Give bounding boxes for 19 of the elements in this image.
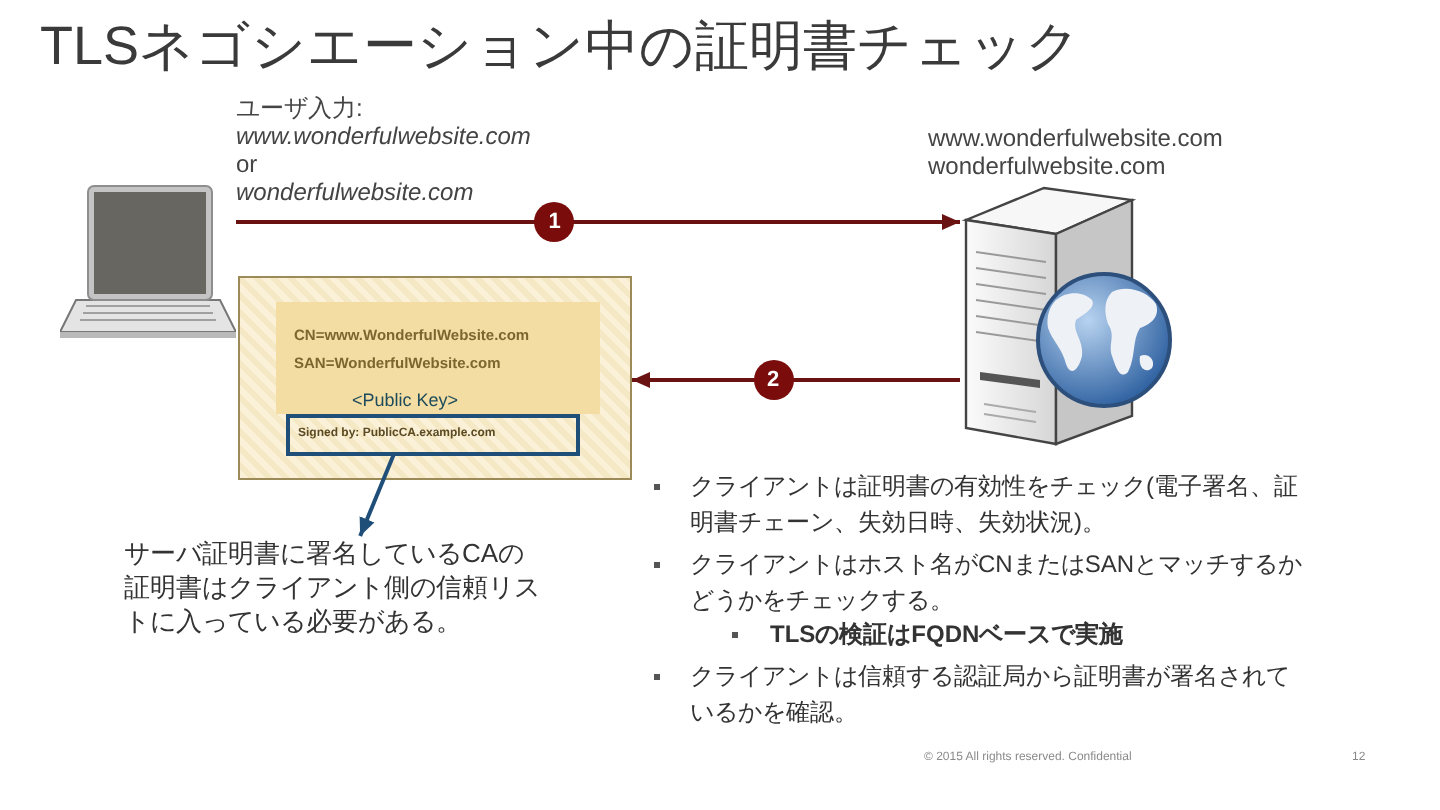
bullet-text: クライアントは信頼する認証局から証明書が署名されているかを確認。	[690, 660, 1292, 730]
laptop-drawing	[60, 184, 236, 340]
title: TLSネゴシエーション中の証明書チェック	[40, 14, 1082, 80]
bullet-text: クライアントは証明書の有効性をチェック(電子署名、証明書チェーン、失効日時、失効状況)。	[690, 470, 1300, 540]
certificate	[238, 276, 632, 480]
arrow	[358, 453, 396, 537]
public-key-label: <Public Key>	[352, 388, 459, 412]
url-text: www.wonderfulwebsite.com wonderfulwebsite.com	[928, 124, 1225, 180]
arrow	[236, 214, 960, 230]
step-badge: 2	[753, 359, 794, 400]
note-text: サーバ証明書に署名しているCAの証明書はクライアント側の信頼リストに入っている必要がある。	[124, 536, 548, 644]
input-label: or	[236, 150, 258, 178]
url-text: wonderfulwebsite.com	[236, 178, 474, 206]
input-label: ユーザ入力:	[236, 94, 363, 122]
arrow	[632, 372, 960, 389]
bullet-text: クライアントはホスト名がCNまたはSANとマッチするかどうかをチェックする。	[690, 548, 1305, 618]
step-badge: 1	[534, 201, 575, 242]
url-text: www.wonderfulwebsite.com	[236, 122, 531, 150]
bullet-text: TLSの検証はFQDNベースで実施	[770, 618, 1126, 652]
